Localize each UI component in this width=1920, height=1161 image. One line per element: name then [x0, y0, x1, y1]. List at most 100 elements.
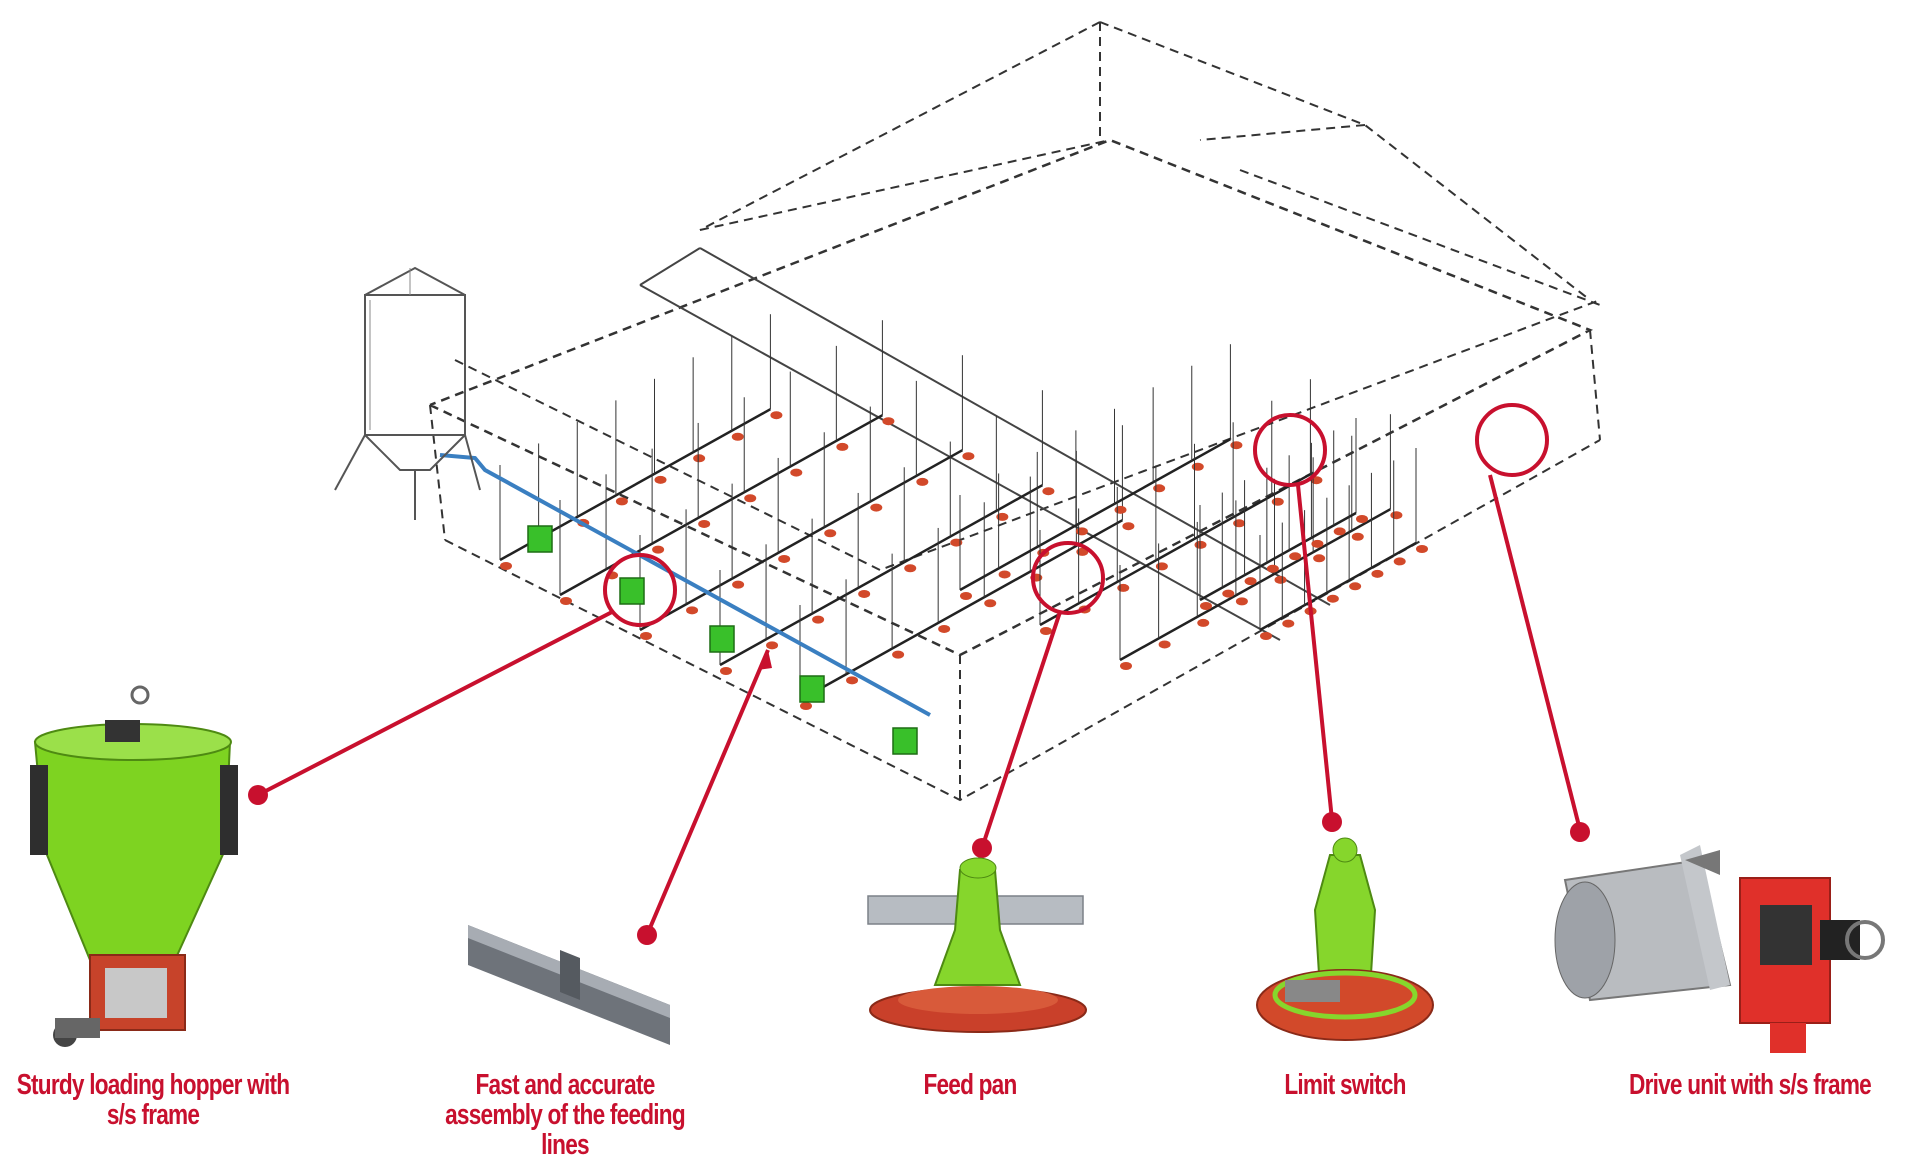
limit-switch-icon [1256, 837, 1434, 1041]
feed-pan-marker [1194, 540, 1207, 549]
feed-pan-marker [1371, 569, 1384, 578]
feed-pan-marker [1075, 527, 1088, 536]
callout-dots [248, 650, 1590, 945]
feed-pan-marker [693, 454, 706, 463]
callout-circle-switch [1253, 413, 1327, 487]
feed-pan-marker [1200, 602, 1212, 610]
feed-pan-marker [770, 411, 783, 420]
feed-line [1259, 541, 1417, 632]
feed-pan-marker [1120, 662, 1132, 670]
leader-pan [980, 611, 1062, 849]
feed-pan-marker [846, 676, 859, 685]
feed-pan-marker [654, 475, 667, 484]
feed-pan-marker [744, 494, 757, 503]
feed-pan-marker [1274, 575, 1287, 584]
building-outline [429, 21, 1601, 802]
feed-pan-icon [867, 857, 1087, 1033]
feed-pan-marker [1042, 487, 1055, 496]
silo-icon [334, 266, 481, 520]
callout-circle-pan [1031, 541, 1105, 615]
feed-pan-marker [1197, 618, 1210, 627]
feed-pan-marker [1040, 627, 1052, 635]
feed-pan-marker [1260, 632, 1272, 640]
callouts [257, 403, 1582, 936]
feed-line [799, 519, 1124, 702]
feed-pan-marker [938, 624, 951, 633]
feed-pan-marker [882, 417, 895, 426]
feed-line [1119, 508, 1392, 662]
caption-switch: Limit switch [1284, 1069, 1406, 1101]
feed-pan-marker [732, 580, 745, 589]
feed-pan-marker [812, 615, 825, 624]
feed-pan-marker [1153, 484, 1166, 493]
leader-hopper [257, 610, 613, 797]
feed-pan-marker [1114, 505, 1127, 514]
feed-line [559, 414, 884, 597]
feed-pan-marker [800, 702, 812, 710]
feed-pan-marker [560, 597, 572, 605]
feed-pan-marker [1356, 515, 1368, 523]
leader-assembly [645, 649, 770, 936]
feed-pan-marker [1235, 597, 1248, 606]
feed-pan-marker [1122, 522, 1135, 531]
feed-pan-marker [950, 538, 963, 547]
feed-pan-marker [1244, 577, 1257, 586]
feed-pan-marker [836, 442, 849, 451]
line-hopper [619, 577, 645, 605]
feed-pan-marker [960, 592, 972, 600]
feed-line [719, 484, 1044, 667]
feed-pan-marker [1390, 511, 1403, 520]
feed-pan-marker [652, 545, 665, 554]
feed-line [639, 449, 964, 632]
pipe-icon [468, 925, 670, 1045]
line-hopper [709, 625, 735, 653]
feed-pan-marker [1326, 594, 1339, 603]
feed-pan-marker [870, 503, 883, 512]
feed-pan-marker [1311, 539, 1324, 548]
feed-pan-marker [1416, 545, 1428, 553]
feed-line [1039, 473, 1312, 627]
feed-pan-marker [984, 599, 997, 608]
feed-lines [499, 314, 1428, 710]
feed-pan-marker [996, 512, 1009, 521]
feed-pan-marker [1351, 532, 1364, 541]
line-hopper [892, 727, 918, 755]
line-hopper [799, 675, 825, 703]
callout-circle-drive [1475, 403, 1549, 477]
feed-pan-marker [790, 468, 803, 477]
feed-pan-marker [1271, 497, 1284, 506]
feed-pan-marker [1333, 527, 1346, 536]
caption-drive: Drive unit with s/s frame [1629, 1069, 1872, 1101]
feed-pan-marker [904, 564, 917, 573]
feed-pan-marker [1191, 462, 1204, 471]
feed-pan-marker [1222, 589, 1235, 598]
feed-pan-marker [824, 529, 837, 538]
feed-pan-marker [500, 562, 512, 570]
feed-pan-marker [640, 632, 652, 640]
feed-line [959, 438, 1232, 592]
caption-pan: Feed pan [923, 1069, 1017, 1101]
feed-pan-marker [1266, 564, 1279, 573]
feed-pan-marker [1155, 562, 1168, 571]
feed-pan-marker [998, 570, 1011, 579]
feed-pan-marker [720, 667, 732, 675]
feed-pan-marker [916, 477, 929, 486]
feed-pan-marker [1313, 554, 1326, 563]
feed-pan-marker [698, 519, 711, 528]
feed-pan-marker [1076, 547, 1089, 556]
feed-pan-marker [1282, 619, 1295, 628]
feed-pan-marker [962, 452, 975, 461]
feed-pan-marker [892, 650, 905, 659]
feed-pan-marker [766, 641, 779, 650]
leader-switch [1296, 484, 1334, 821]
feed-pan-marker [1158, 640, 1171, 649]
feed-pan-marker [778, 554, 791, 563]
leader-drive [1488, 474, 1582, 831]
feed-pan-marker [731, 432, 744, 441]
feed-pan-marker [615, 497, 628, 506]
feed-pan-marker [1230, 441, 1243, 450]
section-cut [639, 247, 1331, 641]
callout-circle-hopper [603, 553, 677, 627]
feed-pan-marker [1233, 519, 1246, 528]
line-hopper [527, 525, 553, 553]
